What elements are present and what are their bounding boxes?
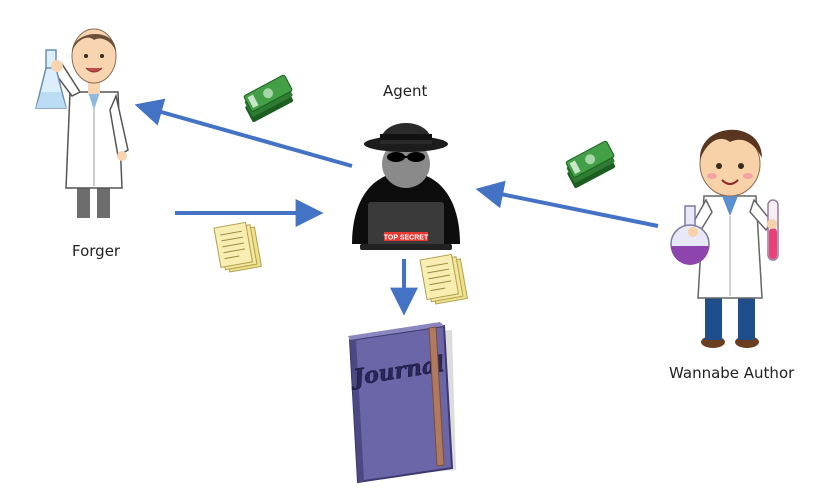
test-tube-icon xyxy=(767,199,779,261)
round-flask-icon xyxy=(670,205,710,265)
author-label: Wannabe Author xyxy=(669,364,795,382)
agent-figure: TOP SECRET xyxy=(352,123,460,250)
forger-label: Forger xyxy=(72,242,121,260)
forger-figure xyxy=(35,28,129,218)
documents-icon xyxy=(213,221,262,273)
arrow-agent-to-forger xyxy=(134,98,353,168)
money-stack-icon xyxy=(565,140,616,189)
documents-icon xyxy=(419,253,468,305)
journal-book-icon: Journal xyxy=(348,322,456,484)
laptop-top-secret-text: TOP SECRET xyxy=(384,235,429,242)
top-secret-badge xyxy=(384,232,428,241)
money-stack-icon xyxy=(243,74,294,123)
author-figure xyxy=(670,129,779,348)
agent-label: Agent xyxy=(383,82,428,100)
flask-icon xyxy=(35,49,67,109)
arrow-author-to-agent xyxy=(475,180,659,228)
